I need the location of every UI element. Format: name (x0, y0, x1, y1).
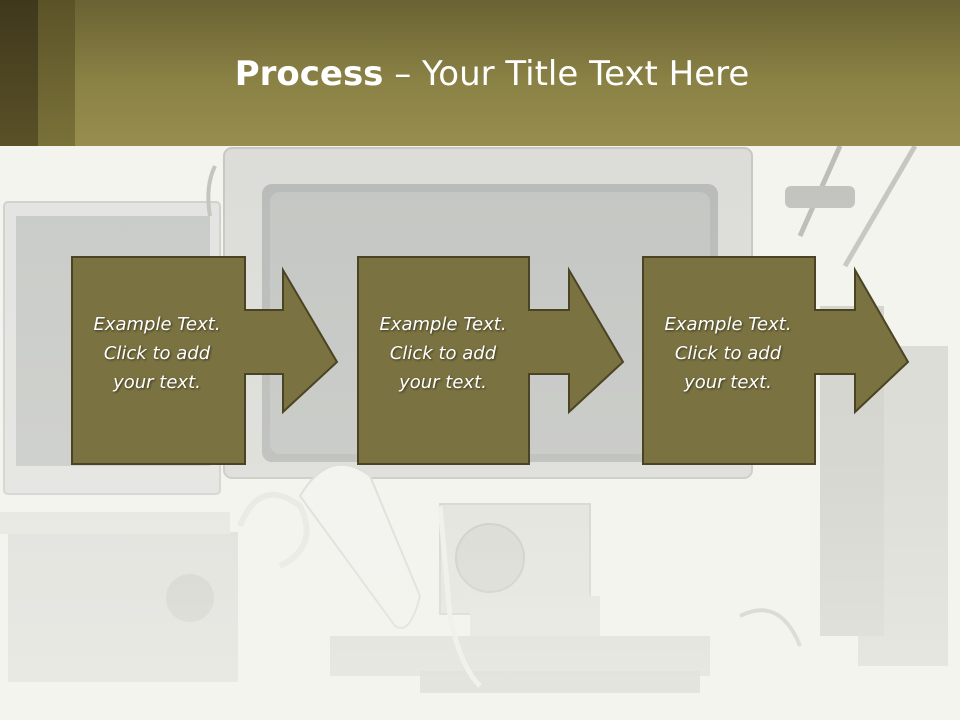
step-text-line: Click to add (389, 343, 497, 364)
step-text-line: Example Text. (664, 314, 792, 335)
process-step-1-text[interactable]: Example Text. Click to add your text. (71, 310, 243, 397)
slide-title-rest: – Your Title Text Here (383, 54, 750, 94)
slide-title[interactable]: Process – Your Title Text Here (0, 52, 960, 96)
step-text-line: Example Text. (379, 314, 507, 335)
header-accent-mid (38, 0, 75, 146)
step-text-line: Click to add (103, 343, 211, 364)
step-text-line: your text. (399, 372, 487, 393)
process-step-3-text[interactable]: Example Text. Click to add your text. (642, 310, 814, 397)
step-text-line: Example Text. (93, 314, 221, 335)
step-text-line: your text. (113, 372, 201, 393)
process-step-2[interactable]: Example Text. Click to add your text. (357, 256, 625, 466)
arrow-shape-icon (71, 256, 339, 465)
arrow-shape-icon (642, 256, 910, 465)
step-text-line: your text. (684, 372, 772, 393)
process-step-3[interactable]: Example Text. Click to add your text. (642, 256, 910, 466)
process-step-1[interactable]: Example Text. Click to add your text. (71, 256, 339, 466)
arrow-shape-icon (357, 256, 625, 465)
title-bar: Process – Your Title Text Here (0, 0, 960, 146)
header-accent-dark (0, 0, 38, 146)
step-text-line: Click to add (674, 343, 782, 364)
slide-title-bold: Process (234, 54, 384, 94)
process-step-2-text[interactable]: Example Text. Click to add your text. (357, 310, 529, 397)
